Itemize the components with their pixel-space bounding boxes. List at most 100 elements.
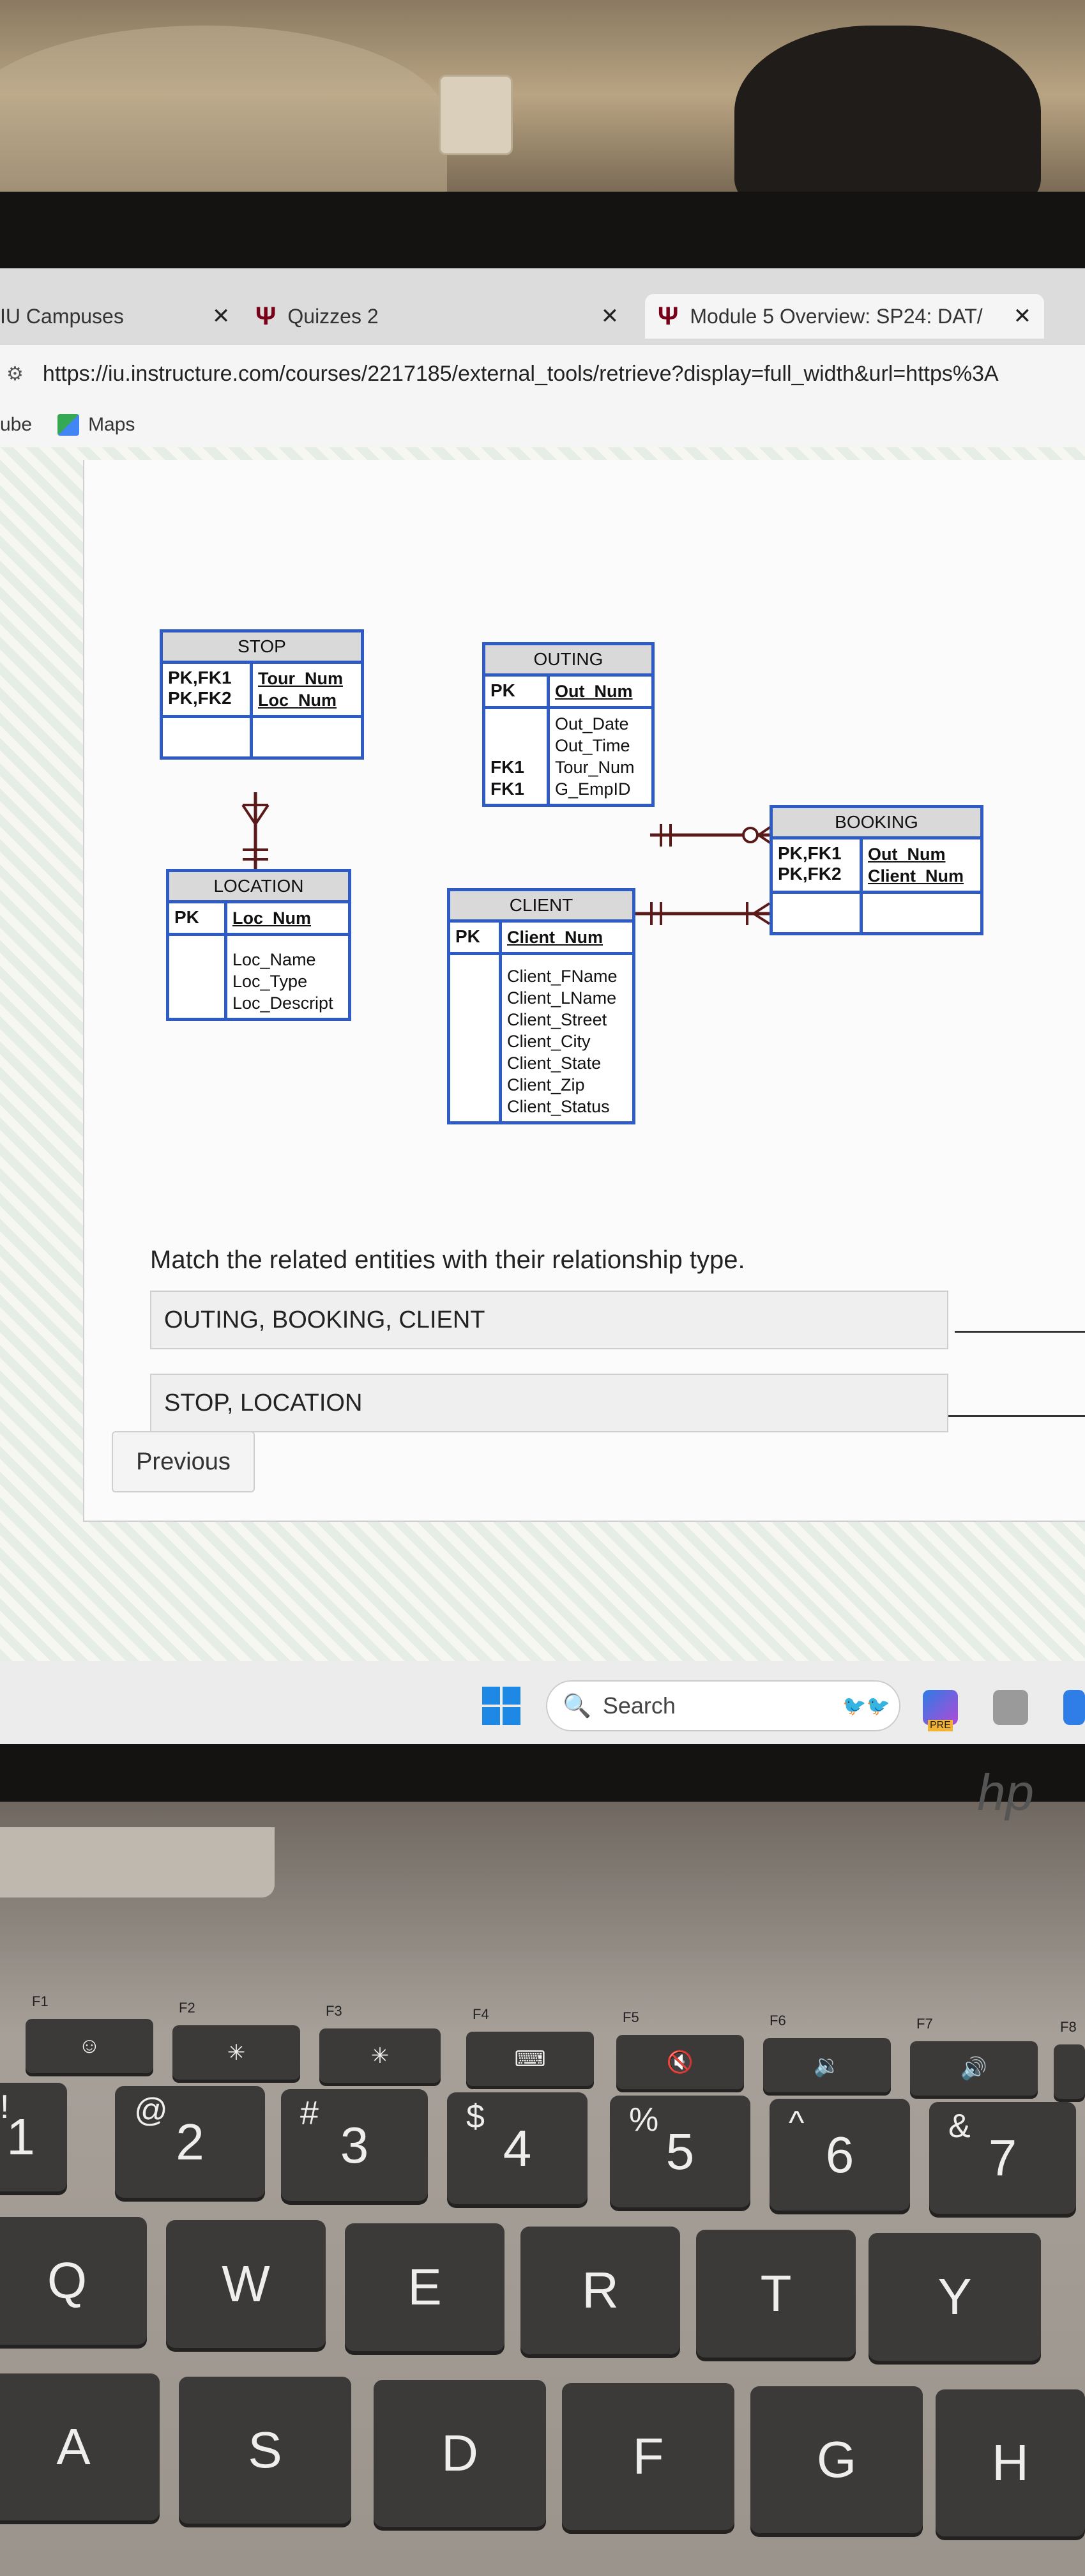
entity-fields: Tour_Num Loc_Num: [258, 669, 343, 710]
question-text: Match the related entities with their re…: [150, 1246, 745, 1274]
search-icon: 🔍: [563, 1692, 591, 1719]
windows-start-icon[interactable]: [482, 1687, 520, 1725]
relationship-lines: [241, 792, 774, 925]
match-item-outing-booking-client[interactable]: OUTING, BOOKING, CLIENT: [150, 1291, 948, 1349]
browser-tab-bar: IU Campuses ✕ Ψ Quizzes 2 ✕ Ψ Module 5 O…: [0, 268, 1085, 345]
taskbar-search[interactable]: 🔍 Search 🐦🐦: [546, 1680, 900, 1731]
entity-booking: BOOKING PK,FK1 PK,FK2 Out_Num Client_Num: [770, 805, 983, 935]
entity-fields: Loc_Name Loc_Type Loc_Descript: [232, 950, 333, 1013]
entity-fields: Out_Num: [555, 682, 633, 701]
entity-key: PK: [450, 923, 502, 952]
lampshade: [0, 26, 447, 217]
crowsfoot-mark: [752, 902, 771, 915]
entity-title: STOP: [163, 632, 361, 664]
key-e[interactable]: E: [345, 2223, 505, 2351]
entity-outing: OUTING PK Out_Num FK1 FK1 Out_Date Out_T…: [482, 642, 655, 807]
entity-title: LOCATION: [169, 872, 348, 903]
task-view-icon[interactable]: [993, 1690, 1028, 1725]
iu-trident-icon: Ψ: [658, 302, 679, 330]
crowsfoot-mark: [254, 804, 269, 825]
entity-key: PK,FK1 PK,FK2: [163, 664, 253, 715]
entity-fields: Out_Date Out_Time Tour_Num G_EmpID: [555, 714, 635, 799]
key-a[interactable]: A: [0, 2373, 160, 2520]
key-g[interactable]: G: [750, 2386, 923, 2533]
site-info-icon[interactable]: ⚙: [6, 363, 24, 385]
previous-button[interactable]: Previous: [112, 1431, 255, 1492]
entity-title: OUTING: [485, 645, 651, 677]
tab-quizzes[interactable]: Ψ Quizzes 2 ✕: [255, 294, 619, 339]
address-bar[interactable]: ⚙ https://iu.instructure.com/courses/221…: [0, 345, 1085, 402]
key-5[interactable]: %5: [610, 2096, 750, 2207]
hp-logo: hp: [977, 1764, 1034, 1821]
key-f1[interactable]: F1☺: [26, 1993, 153, 2073]
key-s[interactable]: S: [179, 2377, 351, 2524]
key-f5[interactable]: F5🔇: [616, 2009, 744, 2089]
entity-title: BOOKING: [773, 808, 980, 839]
key-d[interactable]: D: [374, 2380, 546, 2527]
windows-taskbar: 🔍 Search 🐦🐦 PRE: [0, 1661, 1085, 1744]
entity-title: CLIENT: [450, 891, 632, 923]
entity-fields: Out_Num Client_Num: [868, 845, 964, 885]
url-text: https://iu.instructure.com/courses/22171…: [42, 361, 999, 386]
search-placeholder: Search: [602, 1692, 676, 1719]
optional-circle: [742, 827, 759, 843]
crowsfoot-mark: [752, 912, 771, 925]
answer-dropdown-line[interactable]: [955, 1331, 1085, 1333]
key-f2[interactable]: F2✳: [172, 2000, 300, 2080]
key-4[interactable]: $4: [447, 2092, 588, 2204]
key-y[interactable]: Y: [869, 2233, 1041, 2361]
entity-fields: Loc_Num: [232, 908, 312, 928]
key-q[interactable]: Q: [0, 2217, 147, 2345]
entity-key: FK1 FK1: [485, 709, 550, 804]
tab-label: IU Campuses: [0, 304, 124, 328]
key-6[interactable]: ^6: [770, 2099, 910, 2211]
entity-key: [163, 718, 253, 756]
tab-iu-campuses[interactable]: IU Campuses ✕: [0, 294, 230, 339]
match-item-stop-location[interactable]: STOP, LOCATION: [150, 1374, 948, 1432]
er-diagram: STOP PK,FK1 PK,FK2 Tour_Num Loc_Num OUTI…: [0, 447, 1085, 1163]
crowsfoot-mark: [241, 804, 257, 825]
key-2[interactable]: @2: [115, 2086, 265, 2198]
key-t[interactable]: T: [696, 2230, 856, 2358]
key-f4[interactable]: F4⌨: [466, 2006, 594, 2086]
key-f8[interactable]: F8: [1054, 2019, 1085, 2099]
bookmark-label: Maps: [88, 414, 135, 435]
bookmark-item[interactable]: ube: [0, 414, 32, 436]
wall-outlet: [441, 77, 511, 153]
entity-fields: [253, 718, 361, 756]
key-7[interactable]: &7: [929, 2102, 1076, 2214]
entity-key: PK: [485, 677, 550, 706]
entity-fields: Client_Num: [507, 928, 603, 947]
laptop-screen: IU Campuses ✕ Ψ Quizzes 2 ✕ Ψ Module 5 O…: [0, 268, 1085, 1744]
bookmark-label: ube: [0, 414, 33, 435]
key-h[interactable]: H: [936, 2389, 1085, 2536]
entity-fields: Client_FName Client_LName Client_Street …: [507, 967, 618, 1116]
appliance: [734, 26, 1041, 217]
key-w[interactable]: W: [166, 2220, 326, 2348]
answer-dropdown-line[interactable]: [948, 1415, 1085, 1417]
key-f[interactable]: F: [562, 2383, 734, 2530]
close-icon[interactable]: ✕: [211, 304, 231, 328]
page-content: STOP PK,FK1 PK,FK2 Tour_Num Loc_Num OUTI…: [0, 447, 1085, 1661]
app-icon[interactable]: [1063, 1690, 1085, 1725]
iu-trident-icon: Ψ: [255, 302, 277, 330]
close-icon[interactable]: ✕: [600, 304, 619, 328]
key-f6[interactable]: F6🔉: [763, 2012, 891, 2092]
bookmark-maps[interactable]: Maps: [57, 414, 135, 436]
key-1[interactable]: !1: [0, 2083, 67, 2191]
tab-module-overview[interactable]: Ψ Module 5 Overview: SP24: DAT/ ✕: [645, 294, 1045, 339]
close-icon[interactable]: ✕: [1013, 304, 1032, 328]
key-f3[interactable]: F3✳: [319, 2003, 441, 2083]
bookmarks-bar: ube Maps: [0, 402, 1085, 447]
key-3[interactable]: #3: [281, 2089, 428, 2201]
tab-label: Quizzes 2: [287, 304, 379, 328]
entity-key: PK,FK1 PK,FK2: [773, 839, 863, 891]
key-r[interactable]: R: [520, 2227, 680, 2354]
copilot-icon[interactable]: PRE: [923, 1690, 958, 1731]
entity-client: CLIENT PK Client_Num Client_FName Client…: [447, 888, 635, 1124]
key-f7[interactable]: F7🔊: [910, 2016, 1038, 2096]
tab-label: Module 5 Overview: SP24: DAT/: [690, 304, 983, 328]
birds-widget-icon: 🐦🐦: [842, 1695, 890, 1717]
laptop-hinge: [0, 1827, 275, 1897]
entity-location: LOCATION PK Loc_Num Loc_Name Loc_Type Lo…: [166, 869, 351, 1021]
